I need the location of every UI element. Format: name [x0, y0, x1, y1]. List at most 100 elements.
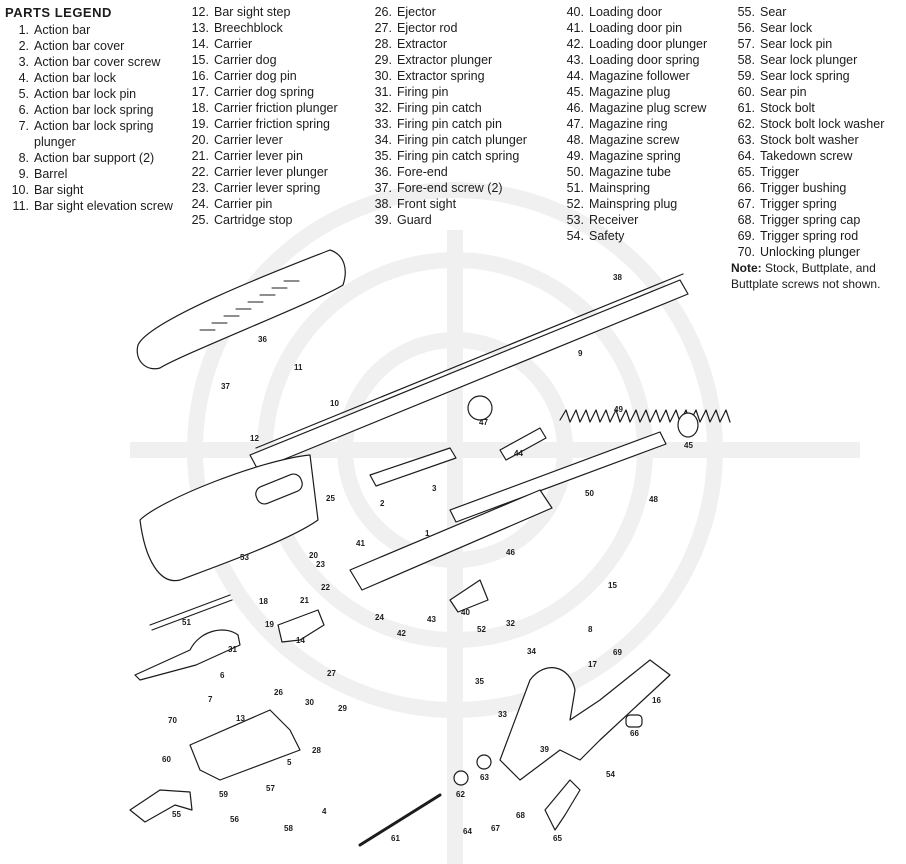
callout-3: 3 — [432, 484, 437, 493]
callout-9: 9 — [578, 349, 583, 358]
legend-item-label: Bar sight step — [214, 5, 291, 19]
legend-item-label: Fore-end — [397, 165, 448, 179]
barrel-rib — [255, 273, 684, 449]
callout-57: 57 — [266, 784, 275, 793]
legend-item-label: Guard — [397, 213, 432, 227]
legend-item-label: Carrier lever spring — [214, 181, 321, 195]
legend-item: 47.Magazine ring — [555, 116, 730, 132]
loading-door-drawing — [449, 579, 489, 613]
legend-item-label: Carrier lever pin — [214, 149, 303, 163]
legend-item-label: Sear lock pin — [760, 37, 833, 51]
legend-item: 45.Magazine plug — [555, 84, 730, 100]
legend-item: 40.Loading door — [555, 4, 730, 20]
legend-item-number: 15. — [191, 53, 209, 67]
callout-54: 54 — [606, 770, 615, 779]
callout-53: 53 — [240, 553, 249, 562]
legend-item-number: 19. — [191, 117, 209, 131]
legend-item-label: Firing pin catch pin — [397, 117, 502, 131]
callout-37: 37 — [221, 382, 230, 391]
legend-item: 10.Bar sight — [5, 182, 183, 198]
legend-item-number: 3. — [18, 55, 29, 69]
legend-item: 13.Breechblock — [185, 20, 365, 36]
legend-item-label: Sear lock — [760, 21, 813, 35]
callout-6: 6 — [220, 671, 225, 680]
legend-item-number: 11. — [12, 199, 29, 213]
callout-61: 61 — [391, 834, 400, 843]
legend-item: 67.Trigger spring — [727, 196, 903, 212]
legend-item: 4. Action bar lock — [5, 70, 183, 86]
legend-item-number: 4. — [18, 71, 29, 85]
legend-item: 48.Magazine screw — [555, 132, 730, 148]
magazine-plug-drawing — [677, 412, 699, 438]
legend-item-label: Carrier pin — [214, 197, 273, 211]
legend-item: 50.Magazine tube — [555, 164, 730, 180]
legend-item-label: Extractor spring — [397, 69, 485, 83]
legend-item-number: 44. — [566, 69, 584, 83]
legend-item-label: Loading door pin — [589, 21, 683, 35]
legend-item-label: Safety — [589, 229, 625, 243]
legend-item-number: 5. — [18, 87, 29, 101]
legend-item-label: Bar sight elevation screw — [34, 199, 173, 213]
callout-39: 39 — [540, 745, 549, 754]
legend-item-label: Trigger spring cap — [760, 213, 861, 227]
magazine-ring-drawing — [467, 395, 493, 421]
legend-item-number: 43. — [566, 53, 584, 67]
legend-item-number: 54. — [566, 229, 584, 243]
legend-item-number: 30. — [374, 69, 392, 83]
legend-item-number: 57. — [737, 37, 755, 51]
callout-45: 45 — [684, 441, 693, 450]
callout-34: 34 — [527, 647, 536, 656]
legend-item: 11. Bar sight elevation screw — [5, 198, 183, 214]
legend-item-number: 12. — [191, 5, 209, 19]
legend-item-label: Carrier lever — [214, 133, 283, 147]
legend-item: 49.Magazine spring — [555, 148, 730, 164]
legend-item-number: 26. — [374, 5, 392, 19]
legend-item-number: 21. — [191, 149, 209, 163]
legend-item-label: Unlocking plunger — [760, 245, 861, 259]
legend-item-label: Carrier friction spring — [214, 117, 331, 131]
legend-item-number: 58. — [737, 53, 755, 67]
action-bar-drawing — [349, 489, 553, 591]
legend-item-label: Firing pin catch plunger — [397, 133, 527, 147]
legend-item: 14.Carrier — [185, 36, 365, 52]
legend-item-label: Sear lock spring — [760, 69, 850, 83]
legend-item: 25.Cartridge stop — [185, 212, 365, 228]
callout-50: 50 — [585, 489, 594, 498]
callout-52: 52 — [477, 625, 486, 634]
legend-item-number: 65. — [737, 165, 755, 179]
legend-item: 41.Loading door pin — [555, 20, 730, 36]
legend-item: 51.Mainspring — [555, 180, 730, 196]
legend-item-label: Mainspring plug — [589, 197, 678, 211]
legend-item: 22.Carrier lever plunger — [185, 164, 365, 180]
legend-item-number: 68. — [737, 213, 755, 227]
legend-item-number: 50. — [566, 165, 584, 179]
legend-item-label: Stock bolt lock washer — [760, 117, 885, 131]
legend-item-label: Fore-end screw (2) — [397, 181, 503, 195]
legend-item: 26.Ejector — [363, 4, 555, 20]
legend-item-number: 62. — [737, 117, 755, 131]
legend-item: 61.Stock bolt — [727, 100, 903, 116]
callout-27: 27 — [327, 669, 336, 678]
legend-item-label: Action bar lock — [34, 71, 116, 85]
legend-item-label: Action bar cover — [34, 39, 125, 53]
legend-item-number: 1. — [18, 23, 29, 37]
legend-note: Note: Stock, Buttplate, and — [727, 260, 903, 276]
legend-item: 3.Action bar cover screw — [5, 54, 183, 70]
legend-item-number: 64. — [737, 149, 755, 163]
legend-item: 33. Firing pin catch pin — [363, 116, 555, 132]
callout-29: 29 — [338, 704, 347, 713]
legend-item-label: Ejector rod — [397, 21, 458, 35]
barrel-drawing — [249, 279, 689, 471]
legend-item-label: Magazine spring — [589, 149, 681, 163]
breechblock-drawing — [189, 709, 301, 781]
legend-item-number: 47. — [566, 117, 584, 131]
legend-item-label: Trigger spring — [760, 197, 837, 211]
legend-item-number: 33. — [374, 117, 392, 131]
callout-28: 28 — [312, 746, 321, 755]
legend-item: 39.Guard — [363, 212, 555, 228]
callout-51: 51 — [182, 618, 191, 627]
note-text-line1: Stock, Buttplate, and — [765, 261, 876, 275]
